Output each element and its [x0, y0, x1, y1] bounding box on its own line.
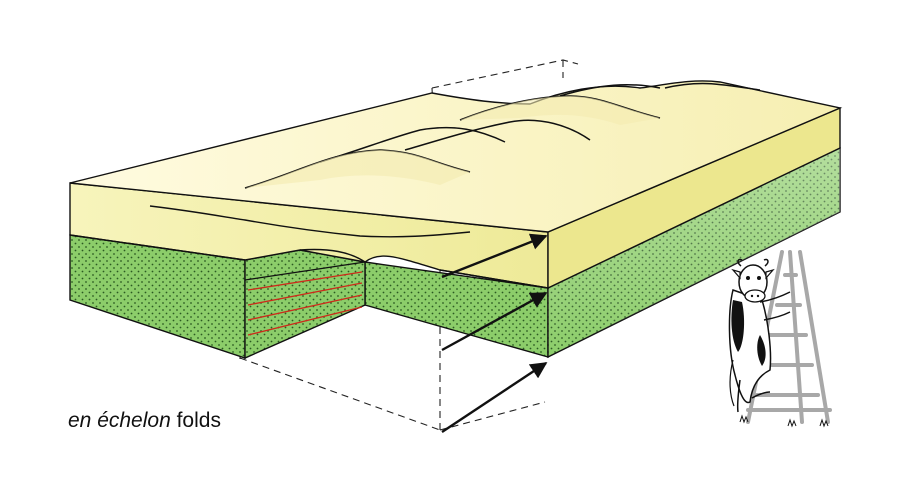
caption-plain: folds [170, 409, 221, 432]
dip-arrows [441, 233, 548, 433]
dip-arrow [441, 291, 548, 352]
cut-lines [247, 271, 363, 336]
dip-arrow [441, 233, 548, 279]
diagram-caption: en échelon folds [68, 409, 221, 433]
upper-layer [69, 80, 843, 290]
caption-italic: en échelon [68, 409, 171, 432]
lower-layer [69, 146, 841, 360]
cow-on-ladder-icon [728, 250, 832, 428]
dip-arrow [441, 362, 548, 433]
